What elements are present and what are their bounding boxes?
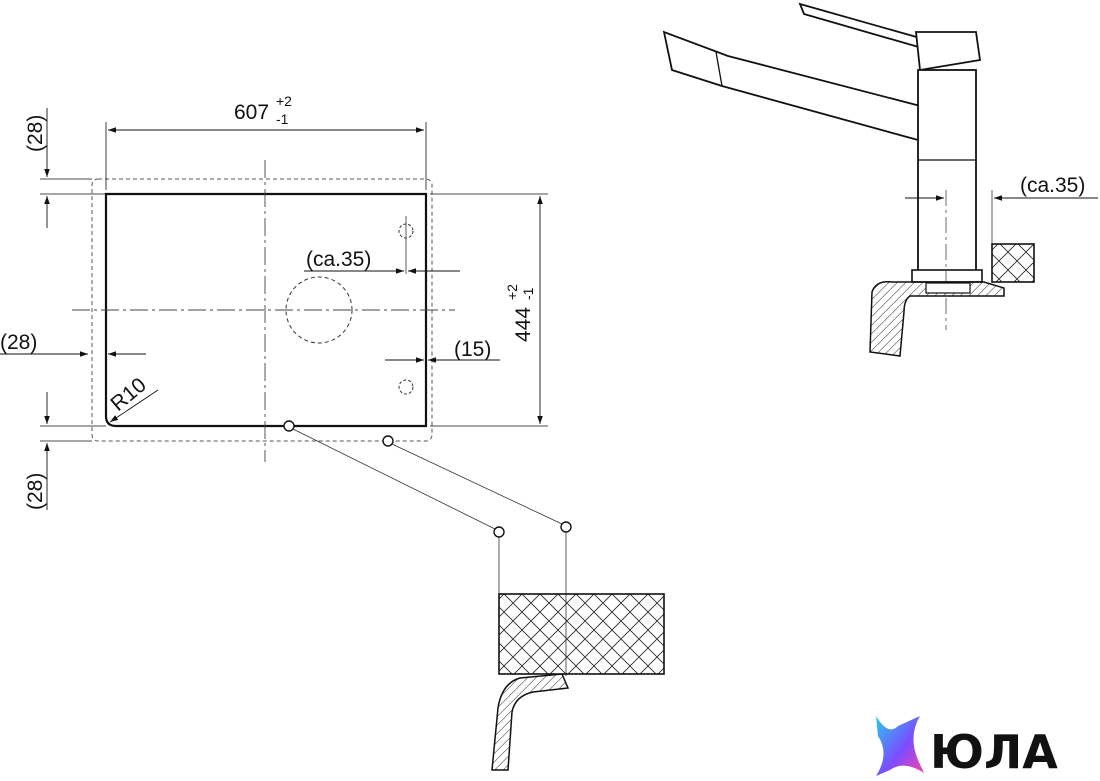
left-margin-label: (28) xyxy=(0,331,37,354)
faucet-sink-rim xyxy=(869,280,1005,357)
width-dimension-label: 607 xyxy=(234,101,269,124)
height-dimension-label: 444 xyxy=(512,307,535,342)
radius-label: R10 xyxy=(106,373,150,415)
bottom-margin-label: (28) xyxy=(24,473,47,510)
sink-plan-view: 607 +2 -1 444 +2 -1 (28) (28) (28) xyxy=(0,93,548,510)
hole-offset-label: (15) xyxy=(454,338,491,361)
yula-logo: ЮЛА xyxy=(876,716,1058,779)
faucet-spout xyxy=(662,30,930,142)
tap-offset-side-label: (ca.35) xyxy=(1020,174,1085,197)
width-tolerance-plus: +2 xyxy=(276,93,292,109)
yula-logo-icon xyxy=(876,716,924,776)
section-point-2 xyxy=(560,521,572,533)
drain-outline xyxy=(285,276,353,344)
faucet-base xyxy=(911,269,983,283)
faucet-countertop-block xyxy=(991,243,1035,283)
bowl-outline xyxy=(104,192,428,428)
section-ref-point-1 xyxy=(283,420,295,432)
countertop-section xyxy=(491,593,665,771)
faucet-lever xyxy=(798,2,924,50)
faucet-body xyxy=(917,69,977,273)
section-ref-point-2 xyxy=(382,435,394,447)
width-tolerance-minus: -1 xyxy=(276,111,289,127)
sink-rim-profile xyxy=(491,673,570,771)
top-margin-label: (28) xyxy=(24,115,47,152)
radius-leader xyxy=(109,389,159,423)
tap-offset-plan-label: (ca.35) xyxy=(306,248,371,271)
faucet-head xyxy=(915,31,982,72)
faucet-side-view: (ca.35) xyxy=(662,2,1098,357)
height-tolerance-plus: +2 xyxy=(504,284,520,300)
tap-hole-bottom xyxy=(398,379,414,395)
yula-logo-text: ЮЛА xyxy=(930,725,1058,776)
section-point-1 xyxy=(493,526,505,538)
height-tolerance-minus: -1 xyxy=(520,287,536,300)
countertop-hatched-block xyxy=(498,593,665,675)
